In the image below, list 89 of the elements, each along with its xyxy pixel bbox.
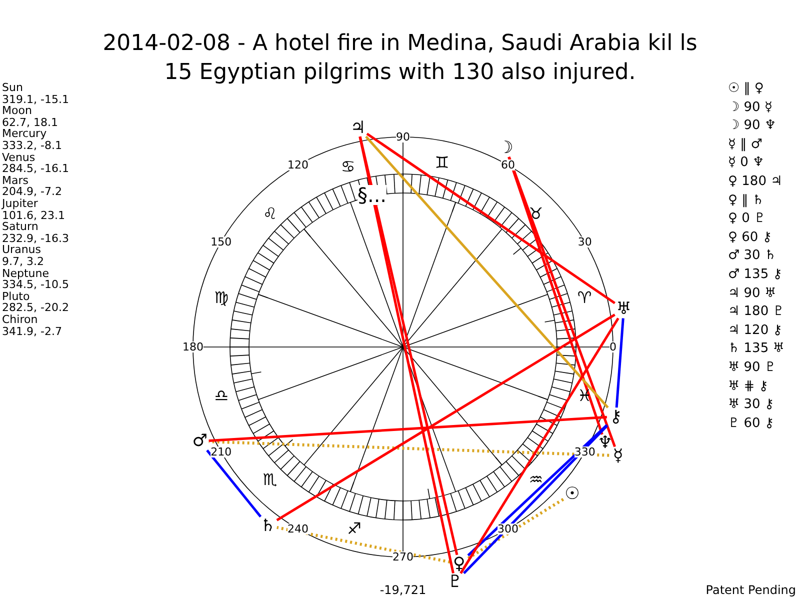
aspect-entry: ☉ ‖ ♀: [728, 82, 764, 95]
aspect-line: [208, 416, 607, 442]
degree-label: 180: [182, 342, 204, 352]
zodiac-sign: ♊: [434, 155, 450, 172]
aspect-entry: ♀ ‖ ♄: [728, 194, 764, 207]
aspect-entry: ♀ 180 ♃: [728, 175, 782, 188]
aspect-entry: ☽ 90 ☿: [728, 100, 772, 114]
degree-label: 120: [288, 160, 308, 171]
degree-label: 330: [574, 446, 596, 458]
aspect-entry: ♇ 60 ⚷: [728, 416, 774, 430]
degree-label: 270: [392, 552, 414, 562]
coordinates-label: 284.5, -16.1: [2, 163, 69, 174]
aspect-entry: ♃ 90 ♅: [728, 286, 776, 300]
zodiac-sign: ♒: [528, 472, 544, 488]
chart-number: -19,721: [380, 584, 426, 596]
coordinates-label: 204.9, -7.2: [2, 186, 62, 198]
coordinates-label: 101.6, 23.1: [2, 210, 65, 221]
coordinates-label: 319.1, -15.1: [2, 94, 69, 105]
zodiac-sign: ♉: [528, 206, 544, 222]
zodiac-sign: ♋: [340, 159, 356, 176]
chart-title: 2014-02-08 - A hotel fire in Medina, Saudi Arabia kil ls 15 Egyptian pilgrims with 130 also injured.: [102, 30, 698, 87]
coordinates-label: 341.9, -2.7: [2, 326, 62, 337]
degree-label: 210: [210, 446, 232, 458]
planet-name-label: Mars: [2, 174, 28, 186]
coordinates-label: 282.5, -20.2: [2, 302, 69, 314]
aspect-entry: ♀ 60 ⚷: [728, 230, 772, 244]
degree-label: 60: [501, 160, 515, 171]
aspect-line: [460, 318, 620, 574]
planet-name-label: Pluto: [2, 290, 30, 302]
planet-glyph: ♇: [446, 573, 464, 592]
degree-label: 240: [288, 523, 308, 534]
aspect-line: [276, 526, 450, 564]
degree-label: 30: [578, 236, 592, 248]
aspect-entry: ♄ 135 ♅: [728, 342, 784, 356]
aspect-entry: ♅ ⋕ ⚷: [728, 380, 768, 393]
planet-glyph: ♃: [348, 118, 367, 137]
planet-glyph: ♄: [258, 516, 277, 535]
coordinates-label: 232.9, -16.3: [2, 232, 69, 244]
planet-name-label: Jupiter: [2, 198, 38, 209]
aspect-entry: ☿ ‖ ♂: [728, 138, 762, 151]
planet-name-label: Mercury: [2, 128, 47, 140]
aspect-entry: ♂ 30 ♄: [728, 249, 776, 262]
aspect-entry: ☿ 0 ♆: [728, 156, 764, 170]
degree-label: 90: [396, 132, 410, 142]
aspect-line: [208, 440, 610, 457]
coordinates-label: 334.5, -10.5: [2, 279, 69, 290]
zodiac-sign: ♏: [262, 472, 278, 488]
zodiac-sign: ♈: [577, 290, 592, 306]
aspect-entry: ♃ 120 ⚷: [728, 324, 782, 337]
aspect-entry: ♂ 135 ⚷: [728, 268, 782, 281]
footer-note: Patent Pending: [706, 584, 796, 596]
aspect-line: [508, 156, 616, 448]
zodiac-sign: ♌: [262, 206, 278, 222]
aspect-line: [206, 450, 262, 518]
planet-glyph: ♅: [614, 300, 633, 318]
coordinates-label: 333.2, -8.1: [2, 140, 62, 151]
aspect-line: [508, 156, 604, 435]
aspect-line: [615, 318, 624, 408]
planet-glyph: ☉: [563, 484, 582, 503]
planet-glyph: ⚷: [606, 408, 625, 426]
degree-label: 300: [498, 523, 518, 534]
zodiac-sign: ♍: [214, 290, 229, 306]
zodiac-sign: ♐: [347, 520, 362, 537]
aspect-line: [366, 132, 616, 304]
planet-glyph: ♀: [450, 554, 468, 573]
aspect-line: [365, 136, 609, 408]
planet-name-label: Moon: [2, 105, 32, 116]
aspect-line: [276, 314, 616, 522]
degree-label: 0: [610, 342, 616, 352]
aspect-entry: ♃ 180 ♇: [728, 305, 784, 318]
zodiac-sign: ♓: [577, 388, 592, 404]
degree-label: 150: [210, 236, 232, 248]
aspect-entry: ♅ 90 ♇: [728, 361, 776, 374]
zodiac-sign: ♎: [214, 388, 229, 404]
planet-name-label: Sun: [2, 82, 23, 93]
garbled-text: §...: [357, 185, 387, 205]
planet-name-label: Neptune: [2, 268, 50, 279]
coordinates-label: 9.7, 3.2: [2, 256, 44, 267]
planet-glyph: ♂: [190, 432, 209, 450]
aspect-entry: ♀ 0 ♇: [728, 212, 766, 226]
aspect-entry: ♅ 30 ⚷: [728, 398, 774, 412]
planet-name-label: Saturn: [2, 221, 38, 232]
aspect-entry: ☽ 90 ♆: [728, 119, 776, 132]
planet-name-label: Uranus: [2, 244, 41, 256]
planet-name-label: Chiron: [2, 314, 38, 325]
aspect-line: [467, 498, 564, 560]
coordinates-label: 62.7, 18.1: [2, 116, 58, 128]
planet-glyph: ☽: [496, 138, 515, 157]
planet-name-label: Venus: [2, 152, 36, 163]
